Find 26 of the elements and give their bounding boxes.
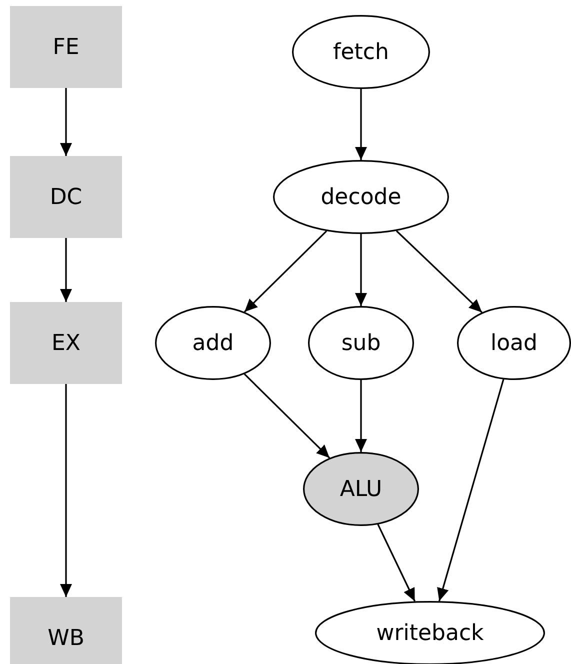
node-label: writeback — [376, 620, 484, 646]
arrow — [60, 88, 72, 156]
arrow — [355, 234, 367, 306]
node-label: fetch — [333, 40, 389, 64]
arrow — [244, 230, 328, 312]
stage-box — [10, 597, 122, 664]
arrow — [377, 524, 416, 602]
arrow — [244, 374, 330, 458]
node-label: add — [192, 330, 234, 356]
node-label: FE — [52, 34, 80, 60]
arrow — [355, 89, 367, 160]
stage-box — [10, 6, 122, 88]
arrow — [396, 230, 482, 313]
arrow — [437, 379, 504, 602]
node-label: DC — [50, 184, 82, 210]
stage-box — [10, 156, 122, 238]
node-label: ALU — [340, 476, 382, 502]
node-label: sub — [341, 330, 381, 356]
node-label: WB — [48, 626, 84, 650]
arrow — [60, 384, 72, 597]
node-label: EX — [52, 330, 80, 356]
arrow — [60, 238, 72, 302]
node-label: load — [490, 330, 538, 356]
stage-box — [10, 302, 122, 384]
arrow — [355, 380, 367, 452]
node-label: decode — [320, 184, 402, 210]
